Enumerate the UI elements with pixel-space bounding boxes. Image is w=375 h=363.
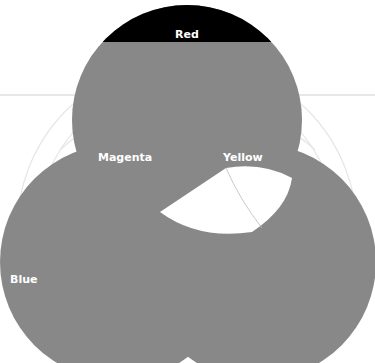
circle-label: Red bbox=[175, 29, 199, 40]
circle-label: Blue bbox=[10, 274, 37, 285]
circle-outline bbox=[0, 144, 236, 363]
color-circle: Blue bbox=[0, 144, 236, 363]
region-label: Yellow bbox=[223, 152, 263, 163]
region-label: Magenta bbox=[98, 152, 152, 163]
